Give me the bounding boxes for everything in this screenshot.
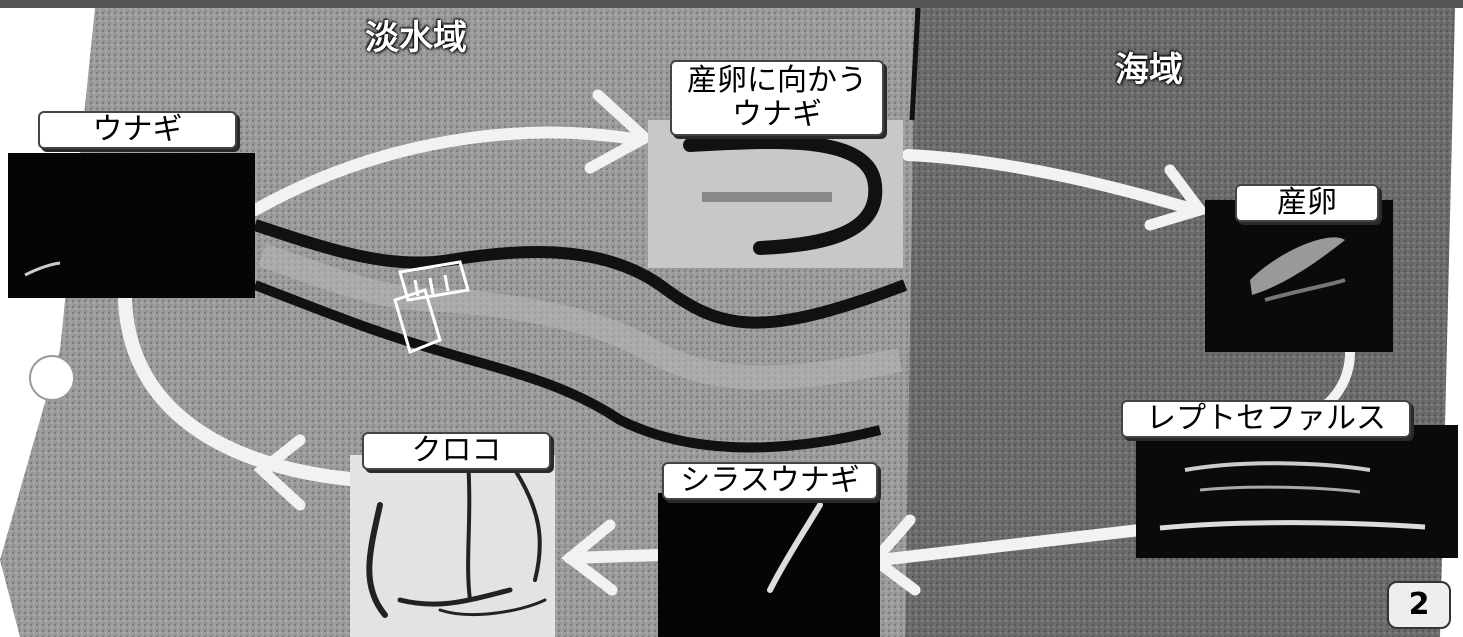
arrow-to-spawning (902, 149, 1201, 216)
arrow-eel-to-spawning-eel (249, 126, 646, 216)
region-boundary-line (909, 7, 921, 121)
freshwater-region-label: 淡水域 (365, 18, 467, 58)
label-spawning: 産卵 (1235, 184, 1379, 222)
river (253, 219, 908, 453)
life-cycle-arrows (118, 89, 1355, 596)
photo-spawning (1205, 200, 1393, 352)
label-spawning-eel-line1: 産卵に向かう (687, 63, 867, 98)
photo-elver (350, 455, 555, 637)
photo-leptocephalus (1136, 425, 1458, 558)
photo-glass-eel (658, 493, 880, 637)
photo-eel (8, 153, 255, 298)
label-spawning-eel-line2: ウナギ (732, 97, 822, 132)
sea-region-label: 海域 (1115, 50, 1183, 90)
arrow-to-glass-eel (874, 524, 1146, 566)
arrow-to-elver (564, 549, 666, 564)
label-spawning-eel: 産卵に向かう ウナギ (670, 60, 884, 136)
arrow-elver-to-eel (118, 293, 367, 487)
top-frame (0, 0, 1463, 8)
dam-building-icon (393, 260, 470, 355)
label-elver: クロコ (362, 432, 551, 470)
white-marker-circle (29, 355, 75, 401)
label-glass-eel: シラスウナギ (662, 462, 878, 500)
label-eel: ウナギ (38, 111, 237, 149)
page-number: 2 (1387, 581, 1451, 629)
label-leptocephalus: レプトセファルス (1121, 400, 1411, 438)
